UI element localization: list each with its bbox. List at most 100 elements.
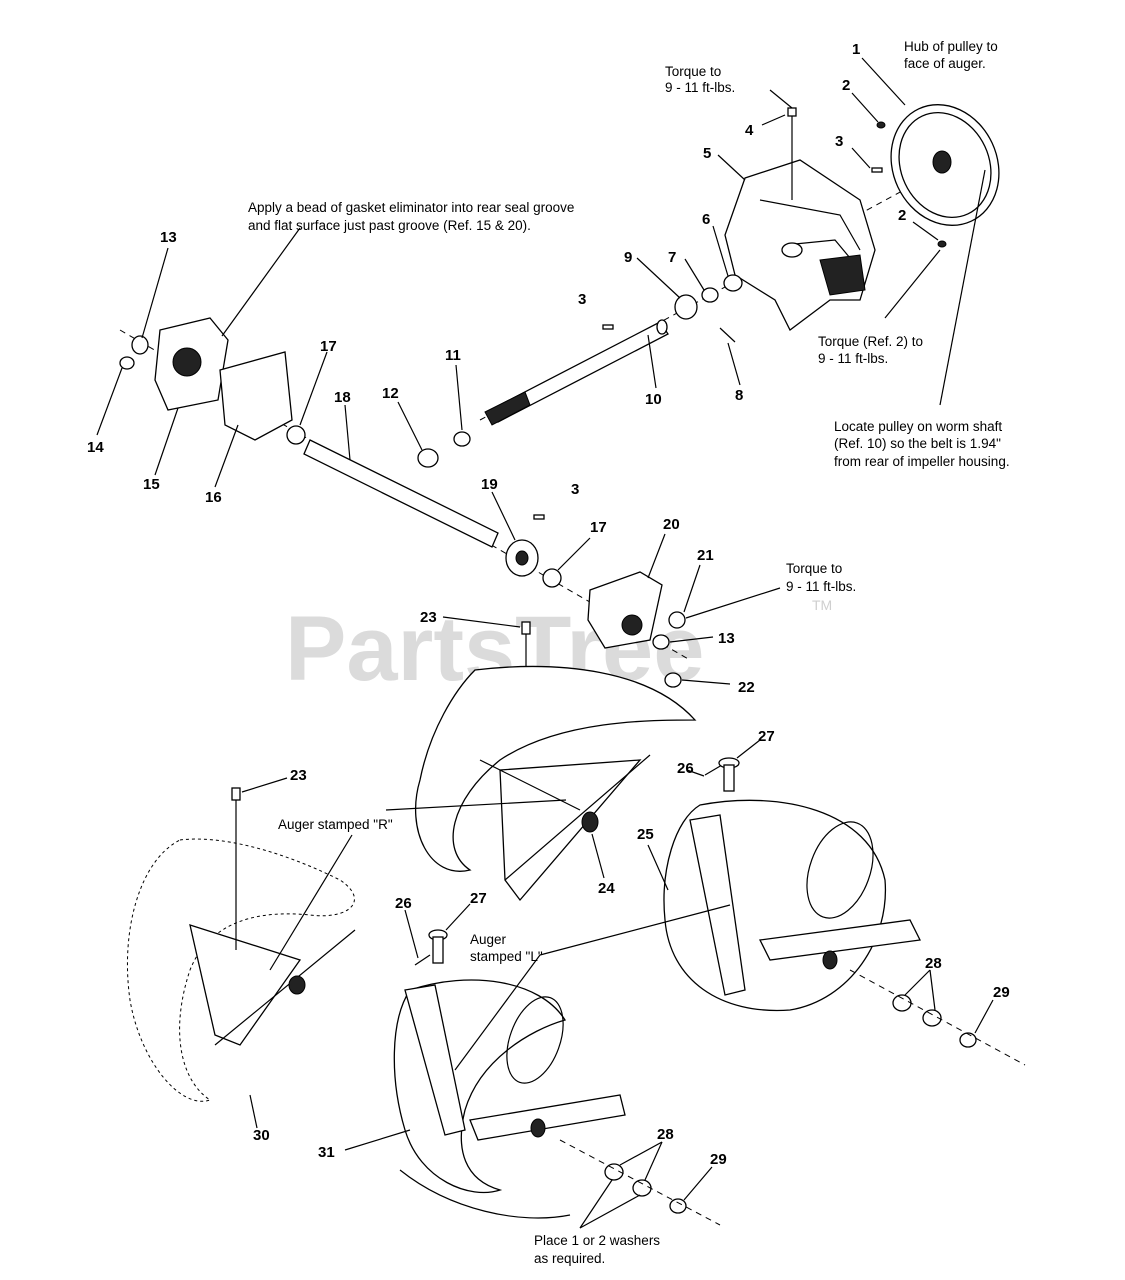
washer-28-left-b bbox=[632, 1179, 652, 1197]
note-hub-line1: Hub of pulley to bbox=[904, 39, 998, 54]
callout-31: 31 bbox=[318, 1144, 335, 1161]
nut-14-left bbox=[119, 356, 135, 370]
auger-30-part bbox=[127, 838, 356, 1102]
callout-5: 5 bbox=[703, 145, 711, 162]
callout-2a: 2 bbox=[842, 77, 850, 94]
callout-11: 11 bbox=[445, 347, 461, 364]
callout-1: 1 bbox=[852, 41, 860, 58]
callout-24: 24 bbox=[598, 880, 615, 897]
note-torque-ref2-line2: 9 - 11 ft-lbs. bbox=[818, 351, 888, 366]
note-auger-l-line1: Auger bbox=[470, 932, 507, 947]
callout-15: 15 bbox=[143, 476, 160, 493]
bolt-27-right bbox=[718, 757, 740, 792]
callout-17b: 17 bbox=[590, 519, 607, 536]
auger-25-part bbox=[663, 799, 921, 1012]
note-torque-ref2-line1: Torque (Ref. 2) to bbox=[818, 334, 923, 349]
washer-28-right-b bbox=[922, 1009, 942, 1027]
callout-3c: 3 bbox=[571, 481, 579, 498]
pulley-part bbox=[890, 104, 1000, 226]
washer-13-left bbox=[131, 335, 149, 355]
nut-2-lower bbox=[937, 240, 947, 248]
note-hub-line2: face of auger. bbox=[904, 56, 986, 71]
note-gasket-line1: Apply a bead of gasket eliminator into r… bbox=[248, 200, 574, 215]
note-locate-line2: (Ref. 10) so the belt is 1.94" bbox=[834, 436, 1001, 451]
callout-3a: 3 bbox=[835, 133, 843, 150]
callout-26a: 26 bbox=[677, 760, 694, 777]
note-auger-r: Auger stamped "R" bbox=[278, 817, 393, 832]
callout-25: 25 bbox=[637, 826, 654, 843]
callout-16: 16 bbox=[205, 489, 222, 506]
part-12-bushing bbox=[417, 448, 439, 468]
callout-8: 8 bbox=[735, 387, 743, 404]
note-torque-mid-line2: 9 - 11 ft-lbs. bbox=[786, 579, 856, 594]
callout-28b: 28 bbox=[657, 1126, 674, 1143]
gasket-16-part bbox=[219, 351, 293, 441]
auger-31-part bbox=[393, 979, 626, 1219]
callout-23a: 23 bbox=[420, 609, 437, 626]
nut-2-upper bbox=[876, 121, 886, 129]
callout-19: 19 bbox=[481, 476, 498, 493]
impeller-housing-part bbox=[724, 159, 876, 331]
pin-26-right bbox=[704, 764, 723, 776]
callout-26b: 26 bbox=[395, 895, 412, 912]
nut-21-part bbox=[668, 611, 686, 629]
key-3-gear bbox=[533, 514, 545, 520]
auger-shaft-18 bbox=[303, 439, 499, 548]
callout-14: 14 bbox=[87, 439, 104, 456]
note-locate-line3: from rear of impeller housing. bbox=[834, 454, 1010, 469]
note-gasket-line2: and flat surface just past groove (Ref. … bbox=[248, 218, 531, 233]
callout-18: 18 bbox=[334, 389, 351, 406]
callout-20: 20 bbox=[663, 516, 680, 533]
nut-29-right bbox=[959, 1032, 977, 1048]
callout-29a: 29 bbox=[993, 984, 1010, 1001]
callout-21: 21 bbox=[697, 547, 714, 564]
bearing-9-part bbox=[674, 294, 698, 320]
note-torque-top-line1: Torque to bbox=[665, 64, 721, 79]
washer-28-left-a bbox=[604, 1163, 624, 1181]
bearing-7-part bbox=[701, 287, 719, 303]
nut-29-left bbox=[669, 1198, 687, 1214]
callout-28a: 28 bbox=[925, 955, 942, 972]
part-11-washer bbox=[453, 431, 471, 447]
callout-13b: 13 bbox=[718, 630, 735, 647]
pin-8-part bbox=[719, 327, 736, 343]
auger-25-axis bbox=[849, 969, 1026, 1066]
annotation-notes: Torque to 9 - 11 ft-lbs. Hub of pulley t… bbox=[248, 39, 1010, 1266]
washer-13-right bbox=[652, 634, 670, 650]
callout-30: 30 bbox=[253, 1127, 270, 1144]
callout-numbers: 1 2 2 3 3 3 4 5 6 7 8 9 10 11 12 13 13 1… bbox=[87, 41, 1010, 1168]
callout-27a: 27 bbox=[758, 728, 775, 745]
callout-12: 12 bbox=[382, 385, 399, 402]
watermark-tm: TM bbox=[812, 597, 832, 613]
note-torque-top-line2: 9 - 11 ft-lbs. bbox=[665, 80, 735, 95]
callout-13a: 13 bbox=[160, 229, 177, 246]
callout-2b: 2 bbox=[898, 207, 906, 224]
auger-r-part bbox=[415, 665, 697, 902]
auger-31-axis bbox=[559, 1139, 721, 1226]
housing-15-part bbox=[154, 317, 229, 411]
callout-9: 9 bbox=[624, 249, 632, 266]
bearing-6-part bbox=[723, 274, 743, 292]
note-washers-line1: Place 1 or 2 washers bbox=[534, 1233, 660, 1248]
callout-27b: 27 bbox=[470, 890, 487, 907]
worm-shaft-part bbox=[484, 319, 669, 426]
key-3-upper bbox=[871, 167, 883, 173]
note-washers-line2: as required. bbox=[534, 1251, 605, 1266]
callout-10: 10 bbox=[645, 391, 662, 408]
callout-17a: 17 bbox=[320, 338, 337, 355]
note-torque-mid-line1: Torque to bbox=[786, 561, 842, 576]
callout-6: 6 bbox=[702, 211, 710, 228]
note-auger-l-line2: stamped "L" bbox=[470, 949, 543, 964]
grease-fitting-23-left bbox=[231, 787, 241, 950]
key-3-worm bbox=[602, 324, 614, 330]
callout-3b: 3 bbox=[578, 291, 586, 308]
pin-26-left bbox=[414, 954, 431, 966]
washer-28-right-a bbox=[892, 994, 912, 1012]
bushing-17-left bbox=[286, 425, 306, 445]
housing-20-part bbox=[587, 571, 663, 649]
bolt-22-part bbox=[664, 672, 682, 688]
gear-19-hub bbox=[515, 550, 529, 566]
note-locate-line1: Locate pulley on worm shaft bbox=[834, 419, 1002, 434]
bushing-17-right bbox=[542, 568, 562, 588]
callout-29b: 29 bbox=[710, 1151, 727, 1168]
